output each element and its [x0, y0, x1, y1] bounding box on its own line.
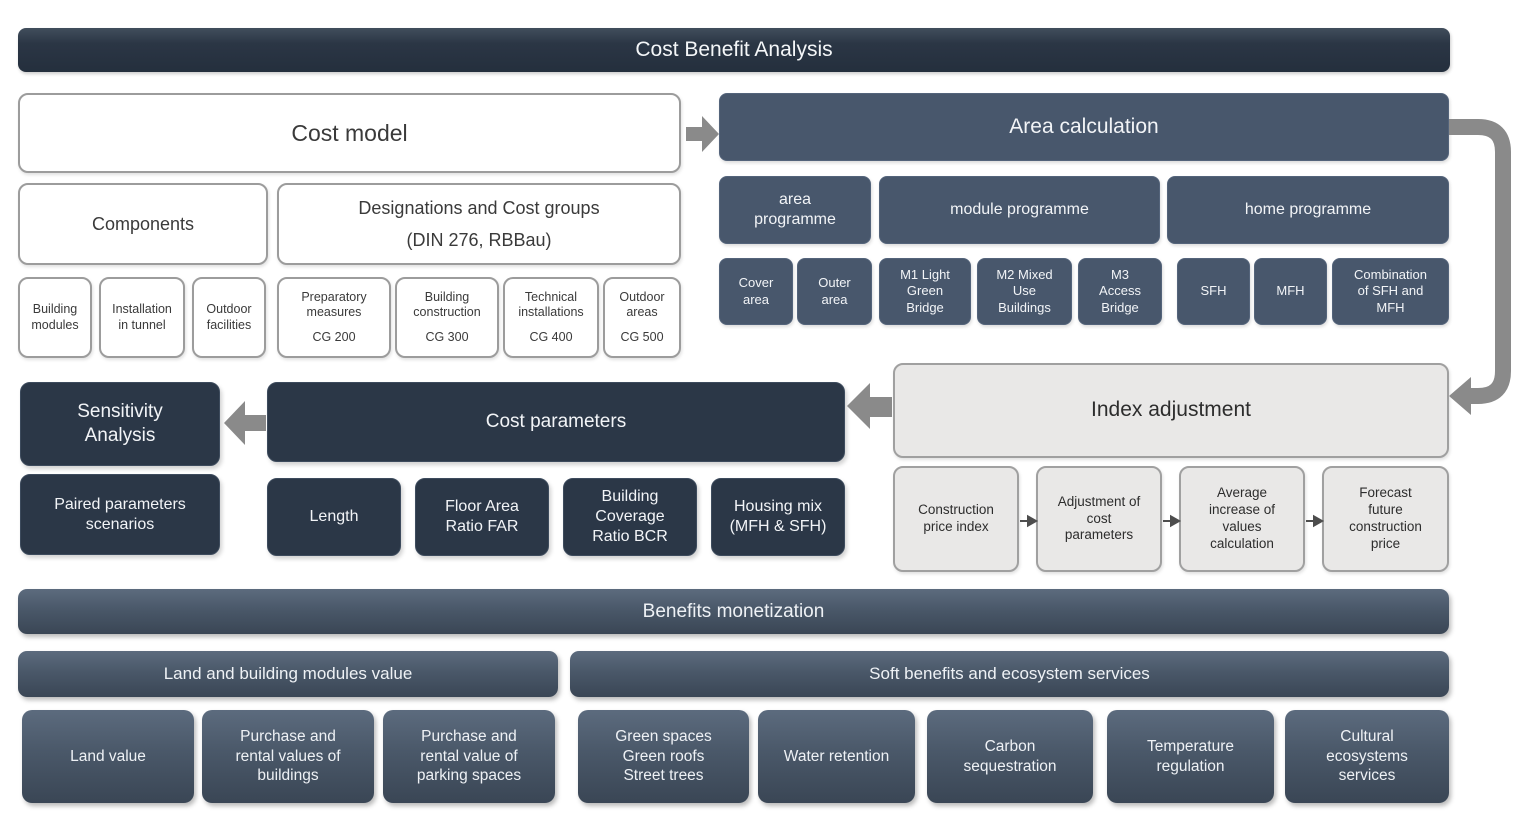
adjustment-of-cost-parameters-box: Adjustment of cost parameters — [1036, 466, 1162, 572]
m2-mixed-use-buildings-box: M2 Mixed Use Buildings — [977, 258, 1072, 325]
title-bar: Cost Benefit Analysis — [18, 28, 1450, 72]
temperature-regulation-box: Temperature regulation — [1107, 710, 1274, 803]
module-programme-box: module programme — [879, 176, 1160, 244]
cost-group-400-code: CG 400 — [529, 329, 573, 344]
building-coverage-ratio-box: Building Coverage Ratio BCR — [563, 478, 697, 556]
m1-light-green-bridge-box: M1 Light Green Bridge — [879, 258, 971, 325]
arrow-step-3-4-head-icon — [1313, 514, 1325, 528]
paired-parameters-scenarios-box: Paired parameters scenarios — [20, 474, 220, 555]
home-programme-box: home programme — [1167, 176, 1449, 244]
arrow-area-calculation-to-index-adjustment-icon — [1449, 119, 1511, 404]
arrow-elbow-head-icon — [1449, 377, 1471, 415]
sfh-box: SFH — [1177, 258, 1250, 325]
components-box: Components — [18, 183, 268, 265]
forecast-future-construction-price-box: Forecast future construction price — [1322, 466, 1449, 572]
cost-group-200-box: Preparatory measures CG 200 — [277, 277, 391, 358]
cover-area-box: Cover area — [719, 258, 793, 325]
cost-group-300-name: Building construction — [413, 289, 481, 320]
arrow-index-adjustment-to-cost-parameters-icon — [847, 383, 892, 429]
cost-groups-box: Designations and Cost groups (DIN 276, R… — [277, 183, 681, 265]
cost-model-box: Cost model — [18, 93, 681, 173]
cost-parameters-box: Cost parameters — [267, 382, 845, 462]
cost-group-300-box: Building construction CG 300 — [395, 277, 499, 358]
installation-in-tunnel-box: Installation in tunnel — [99, 277, 185, 358]
length-box: Length — [267, 478, 401, 556]
cost-group-300-code: CG 300 — [425, 329, 469, 344]
cost-group-500-box: Outdoor areas CG 500 — [603, 277, 681, 358]
area-calculation-box: Area calculation — [719, 93, 1449, 161]
arrow-cost-model-to-area-calculation-icon — [686, 116, 719, 152]
purchase-rental-values-buildings-box: Purchase and rental values of buildings — [202, 710, 374, 803]
cost-group-400-box: Technical installations CG 400 — [503, 277, 599, 358]
outdoor-facilities-box: Outdoor facilities — [192, 277, 266, 358]
mfh-box: MFH — [1254, 258, 1327, 325]
cost-group-200-code: CG 200 — [312, 329, 356, 344]
carbon-sequestration-box: Carbon sequestration — [927, 710, 1093, 803]
cultural-ecosystems-services-box: Cultural ecosystems services — [1285, 710, 1449, 803]
land-value-box: Land value — [22, 710, 194, 803]
area-programme-box: area programme — [719, 176, 871, 244]
arrow-cost-parameters-to-sensitivity-icon — [224, 401, 266, 445]
purchase-rental-value-parking-box: Purchase and rental value of parking spa… — [383, 710, 555, 803]
cost-group-400-name: Technical installations — [518, 289, 584, 320]
housing-mix-box: Housing mix (MFH & SFH) — [711, 478, 845, 556]
soft-benefits-ecosystem-services-bar: Soft benefits and ecosystem services — [570, 651, 1449, 697]
floor-area-ratio-box: Floor Area Ratio FAR — [415, 478, 549, 556]
m3-access-bridge-box: M3 Access Bridge — [1078, 258, 1162, 325]
water-retention-box: Water retention — [758, 710, 915, 803]
cost-group-500-code: CG 500 — [620, 329, 664, 344]
sensitivity-analysis-box: Sensitivity Analysis — [20, 382, 220, 466]
combination-sfh-mfh-box: Combination of SFH and MFH — [1332, 258, 1449, 325]
land-building-modules-value-bar: Land and building modules value — [18, 651, 558, 697]
outer-area-box: Outer area — [797, 258, 872, 325]
construction-price-index-box: Construction price index — [893, 466, 1019, 572]
building-modules-box: Building modules — [18, 277, 92, 358]
arrow-step-2-3-head-icon — [1170, 514, 1182, 528]
cost-group-200-name: Preparatory measures — [301, 289, 367, 320]
average-increase-of-values-box: Average increase of values calculation — [1179, 466, 1305, 572]
index-adjustment-box: Index adjustment — [893, 363, 1449, 458]
green-spaces-roofs-trees-box: Green spaces Green roofs Street trees — [578, 710, 749, 803]
benefits-monetization-bar: Benefits monetization — [18, 589, 1449, 634]
arrow-step-1-2-head-icon — [1027, 514, 1039, 528]
cost-group-500-name: Outdoor areas — [619, 289, 665, 320]
